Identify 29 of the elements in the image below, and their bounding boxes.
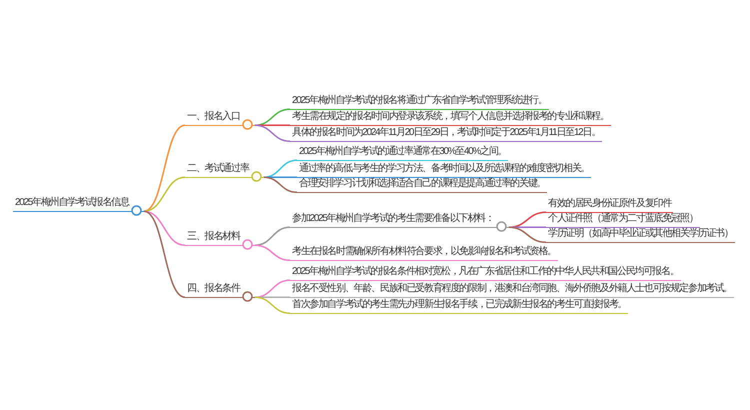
topic-text: 个人证件照（通常为二寸蓝底免冠照） <box>546 212 700 228</box>
topic-text: 四、报名条件 <box>187 282 240 296</box>
branch-line <box>144 210 186 246</box>
branch-line <box>508 226 546 243</box>
topic-text: 2025年梅州自学考试的通过率通常在30%至40%之间。 <box>297 145 508 161</box>
topic-text: 考生在报名时需确保所有材料符合要求，以免影响报名和考试资格。 <box>290 245 558 261</box>
topic-text: 具体的报名时间为2024年11月20日至29日，考试时间定于2025年1月11日至12日。 <box>290 126 602 142</box>
topic-text: 通过率的高低与考生的学习方法、备考时间以及所选课程的难度密切相关。 <box>297 162 592 178</box>
topic-text: 首次参加自学考试的考生需先办理新生报名手续，已完成新生报名的考生可直接报考。 <box>290 298 628 314</box>
branch-line <box>264 160 298 178</box>
topic-text: 有效的居民身份证原件及复印件 <box>546 197 674 213</box>
topic-text: 学历证明（如高中毕业证或其他相关学历证书） <box>546 227 735 243</box>
topic-text: 三、报名材料 <box>187 230 240 244</box>
topic-text: 合理安排学习计划和选择适合自己的课程是提高通过率的关键。 <box>297 177 548 193</box>
topic-text: 参加2025年梅州自学考试的考生需要准备以下材料： <box>292 212 494 226</box>
branch-line <box>144 124 186 212</box>
branch-line <box>254 296 290 314</box>
topic-text: 2025年梅州自学考试的报名将通过广东省自学考试管理系统进行。 <box>290 94 549 110</box>
topic-text: 2025年梅州自学考试的报名条件相对宽松，凡在广东省居住和工作的中华人民共和国公民均可报名。 <box>290 265 681 281</box>
branch-line <box>144 210 186 298</box>
topic-text: 一、报名入口 <box>187 110 240 124</box>
branch-line <box>264 176 298 193</box>
branch-line <box>254 244 290 261</box>
branch-line <box>144 176 186 212</box>
topic-text: 二、考试通过率 <box>187 162 249 176</box>
topic-text: 考生需在规定的报名时间内登录该系统，填写个人信息并选择报考的专业和课程。 <box>290 110 611 126</box>
branch-line <box>254 124 290 142</box>
topic-text: 报名不受性别、年龄、民族和已受教育程度的限制，港澳和台湾同胞、海外侨胞及外籍人士也可按规定参加考试。 <box>290 282 734 298</box>
topic-text: 2025年梅州自学考试报名信息 <box>15 196 129 210</box>
